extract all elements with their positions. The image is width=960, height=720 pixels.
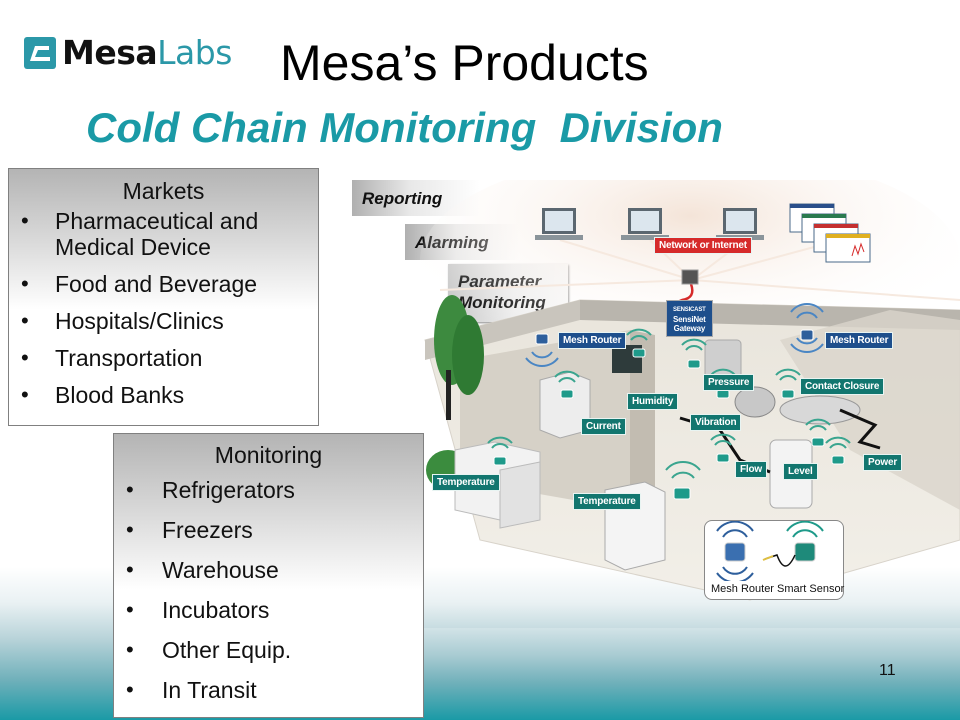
bullet-icon: • [126, 557, 134, 582]
bullet-icon: • [21, 271, 29, 296]
legend-mesh-router-label: Mesh Router [711, 583, 774, 595]
markets-item: •Food and Beverage [21, 271, 258, 297]
markets-title: Markets [122, 178, 205, 204]
mesh-router-tag-right: Mesh Router [825, 332, 894, 349]
mesa-labs-logo-icon [24, 36, 56, 69]
slide-subtitle: Cold Chain Monitoring Division [86, 104, 723, 151]
facility-illustration [420, 150, 960, 601]
device-legend: Mesh Router Smart Sensor [704, 520, 844, 600]
bullet-icon: • [21, 208, 29, 233]
monitoring-item: •Freezers [126, 517, 253, 543]
sensor-devices [493, 348, 845, 500]
laptop-icon [535, 208, 583, 240]
logo-text-mesa: Mesa [62, 33, 158, 72]
temperature-tag-center: Temperature [573, 493, 641, 510]
markets-item: •Blood Banks [21, 382, 185, 408]
bullet-icon: • [126, 677, 134, 702]
monitoring-item: •Other Equip. [126, 637, 292, 663]
legend-smart-sensor-label: Smart Sensor [777, 583, 845, 595]
cold-chain-network-diagram: Network or Internet SENSICAST SensiNet G… [420, 150, 960, 620]
bullet-icon: • [126, 597, 134, 622]
logo-text-labs: Labs [157, 33, 232, 72]
current-tag: Current [581, 418, 626, 435]
legend-devices-icon [716, 520, 824, 584]
humidity-tag: Humidity [627, 393, 679, 410]
laptop-icon [621, 208, 669, 240]
markets-item: •Transportation [21, 345, 203, 371]
pressure-tag: Pressure [703, 374, 755, 391]
footer-gradient-band-right [420, 628, 960, 720]
slide-title: Mesa’s Products [280, 35, 649, 91]
bullet-icon: • [126, 637, 134, 662]
bullet-icon: • [126, 517, 134, 542]
level-tag: Level [783, 463, 818, 480]
report-windows-icon [789, 203, 871, 263]
laptop-icon [716, 208, 764, 240]
bullet-icon: • [21, 308, 29, 333]
mesa-labs-logo: MesaLabs [24, 36, 232, 69]
router-signal-icons [525, 303, 824, 367]
monitoring-title: Monitoring [214, 442, 323, 468]
temperature-tag-left: Temperature [432, 474, 500, 491]
markets-item: •Hospitals/Clinics [21, 308, 224, 334]
bullet-icon: • [126, 477, 134, 502]
bullet-icon: • [21, 382, 29, 407]
vibration-tag: Vibration [690, 414, 742, 431]
monitoring-item: •In Transit [126, 677, 257, 703]
monitoring-item: •Incubators [126, 597, 270, 623]
flow-tag: Flow [735, 461, 767, 478]
router-devices [535, 329, 814, 345]
contact-closure-tag: Contact Closure [800, 378, 885, 395]
page-number: 11 [879, 662, 896, 679]
bullet-icon: • [21, 345, 29, 370]
monitoring-item: •Refrigerators [126, 477, 295, 503]
mesh-router-tag-left: Mesh Router [558, 332, 627, 349]
sensinet-gateway-tag: SENSICAST SensiNet Gateway [666, 300, 713, 337]
monitoring-box: Monitoring •Refrigerators •Freezers •War… [113, 433, 424, 718]
mesa-labs-wordmark: MesaLabs [62, 36, 232, 69]
monitoring-item: •Warehouse [126, 557, 279, 583]
network-internet-tag: Network or Internet [654, 237, 752, 254]
power-tag: Power [863, 454, 903, 471]
monitoring-list: •Refrigerators •Freezers •Warehouse •Inc… [114, 477, 423, 703]
